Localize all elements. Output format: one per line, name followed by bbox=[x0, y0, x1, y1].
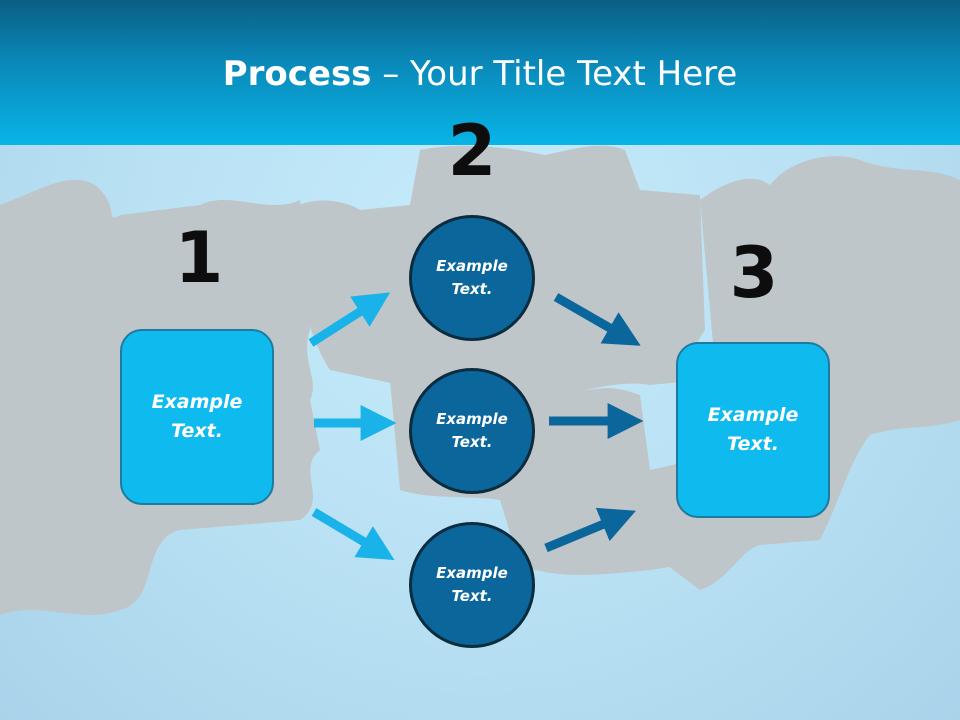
process-circle-top: Example Text. bbox=[409, 215, 535, 341]
process-circle-middle-text: Example Text. bbox=[436, 410, 508, 451]
process-circle-top-text: Example Text. bbox=[436, 257, 508, 298]
input-box-text: Example Text. bbox=[151, 391, 243, 442]
step-number-1: 1 bbox=[174, 217, 224, 299]
slide-title: Process – Your Title Text Here bbox=[0, 52, 960, 96]
title-rest: – Your Title Text Here bbox=[371, 54, 738, 94]
output-box: Example Text. bbox=[676, 342, 830, 518]
input-box: Example Text. bbox=[120, 329, 274, 505]
process-circle-bottom-text: Example Text. bbox=[436, 564, 508, 605]
process-circle-middle: Example Text. bbox=[409, 368, 535, 494]
step-number-3: 3 bbox=[729, 232, 779, 314]
step-number-2: 2 bbox=[447, 110, 497, 192]
output-box-text: Example Text. bbox=[707, 404, 799, 455]
title-bold: Process bbox=[222, 54, 372, 94]
process-circle-bottom: Example Text. bbox=[409, 522, 535, 648]
header-bar: Process – Your Title Text Here bbox=[0, 0, 960, 145]
